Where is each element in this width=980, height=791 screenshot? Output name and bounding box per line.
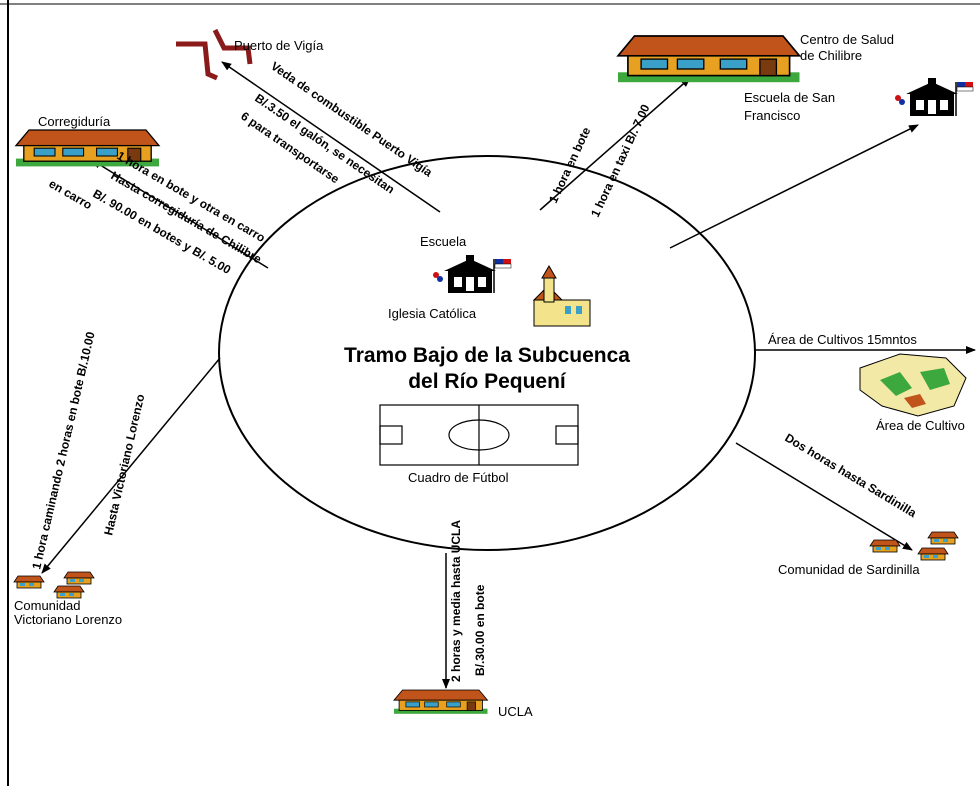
arrow-centro-salud xyxy=(539,77,691,211)
escuela-sf-label-1: Escuela de San xyxy=(744,90,835,105)
school-icon-san-francisco xyxy=(894,77,974,117)
route-corr-4: en carro xyxy=(47,176,95,212)
route-victoriano-2: Hasta Victoriano Lorenzo xyxy=(101,393,147,537)
route-cultivos: Área de Cultivos 15mntos xyxy=(768,332,917,347)
salud-label-2: de Chilibre xyxy=(800,48,862,63)
road-sign-icon xyxy=(176,28,253,81)
hut-icon-victoriano-2 xyxy=(63,571,95,585)
salud-label-1: Centro de Salud xyxy=(800,32,894,47)
hut-icon-sardinilla-3 xyxy=(917,547,949,561)
church-label: Iglesia Católica xyxy=(388,306,477,321)
soccer-field-icon xyxy=(379,404,579,466)
victoriano-label-1: Comunidad xyxy=(14,598,81,613)
corregiduria-label: Corregiduría xyxy=(38,114,111,129)
central-circle xyxy=(218,155,756,551)
route-victoriano-1: 1 hora caminando 2 horas en bote B/.10.0… xyxy=(29,330,97,571)
hut-icon-sardinilla-1 xyxy=(869,539,901,553)
route-sardinilla: Dos horas hasta Sardinilla xyxy=(782,431,919,521)
route-ucla-2: B/.30.00 en bote xyxy=(473,584,487,676)
victoriano-label-2: Victoriano Lorenzo xyxy=(14,612,122,627)
hut-icon-victoriano-3 xyxy=(53,585,85,599)
hut-icon-sardinilla-2 xyxy=(927,531,959,545)
title-line1: Tramo Bajo de la Subcuenca xyxy=(344,344,630,367)
escuela-sf-label-2: Francisco xyxy=(744,108,800,123)
house-icon-ucla xyxy=(393,689,488,715)
arrow-escuela-sf xyxy=(669,124,919,249)
ucla-label: UCLA xyxy=(498,704,533,719)
cultivo-area-label: Área de Cultivo xyxy=(876,418,965,433)
arrow-victoriano xyxy=(41,357,221,574)
arrow-corregiduria xyxy=(91,159,269,269)
hut-icon-victoriano-1 xyxy=(13,575,45,589)
arrow-sardinilla xyxy=(735,442,913,551)
field-label: Cuadro de Fútbol xyxy=(408,470,509,485)
house-icon-centro-salud xyxy=(617,35,801,84)
route-ucla-1: 2 horas y media hasta UCLA xyxy=(449,520,463,682)
church-icon xyxy=(532,265,591,327)
arrow-puerto-vigia xyxy=(221,61,441,213)
crop-map-icon xyxy=(859,353,967,417)
puerto-vigia-label: Puerto de Vigía xyxy=(234,38,324,53)
title-line2: del Río Pequení xyxy=(408,370,567,393)
sardinilla-label: Comunidad de Sardinilla xyxy=(778,562,920,577)
school-label: Escuela xyxy=(420,234,467,249)
